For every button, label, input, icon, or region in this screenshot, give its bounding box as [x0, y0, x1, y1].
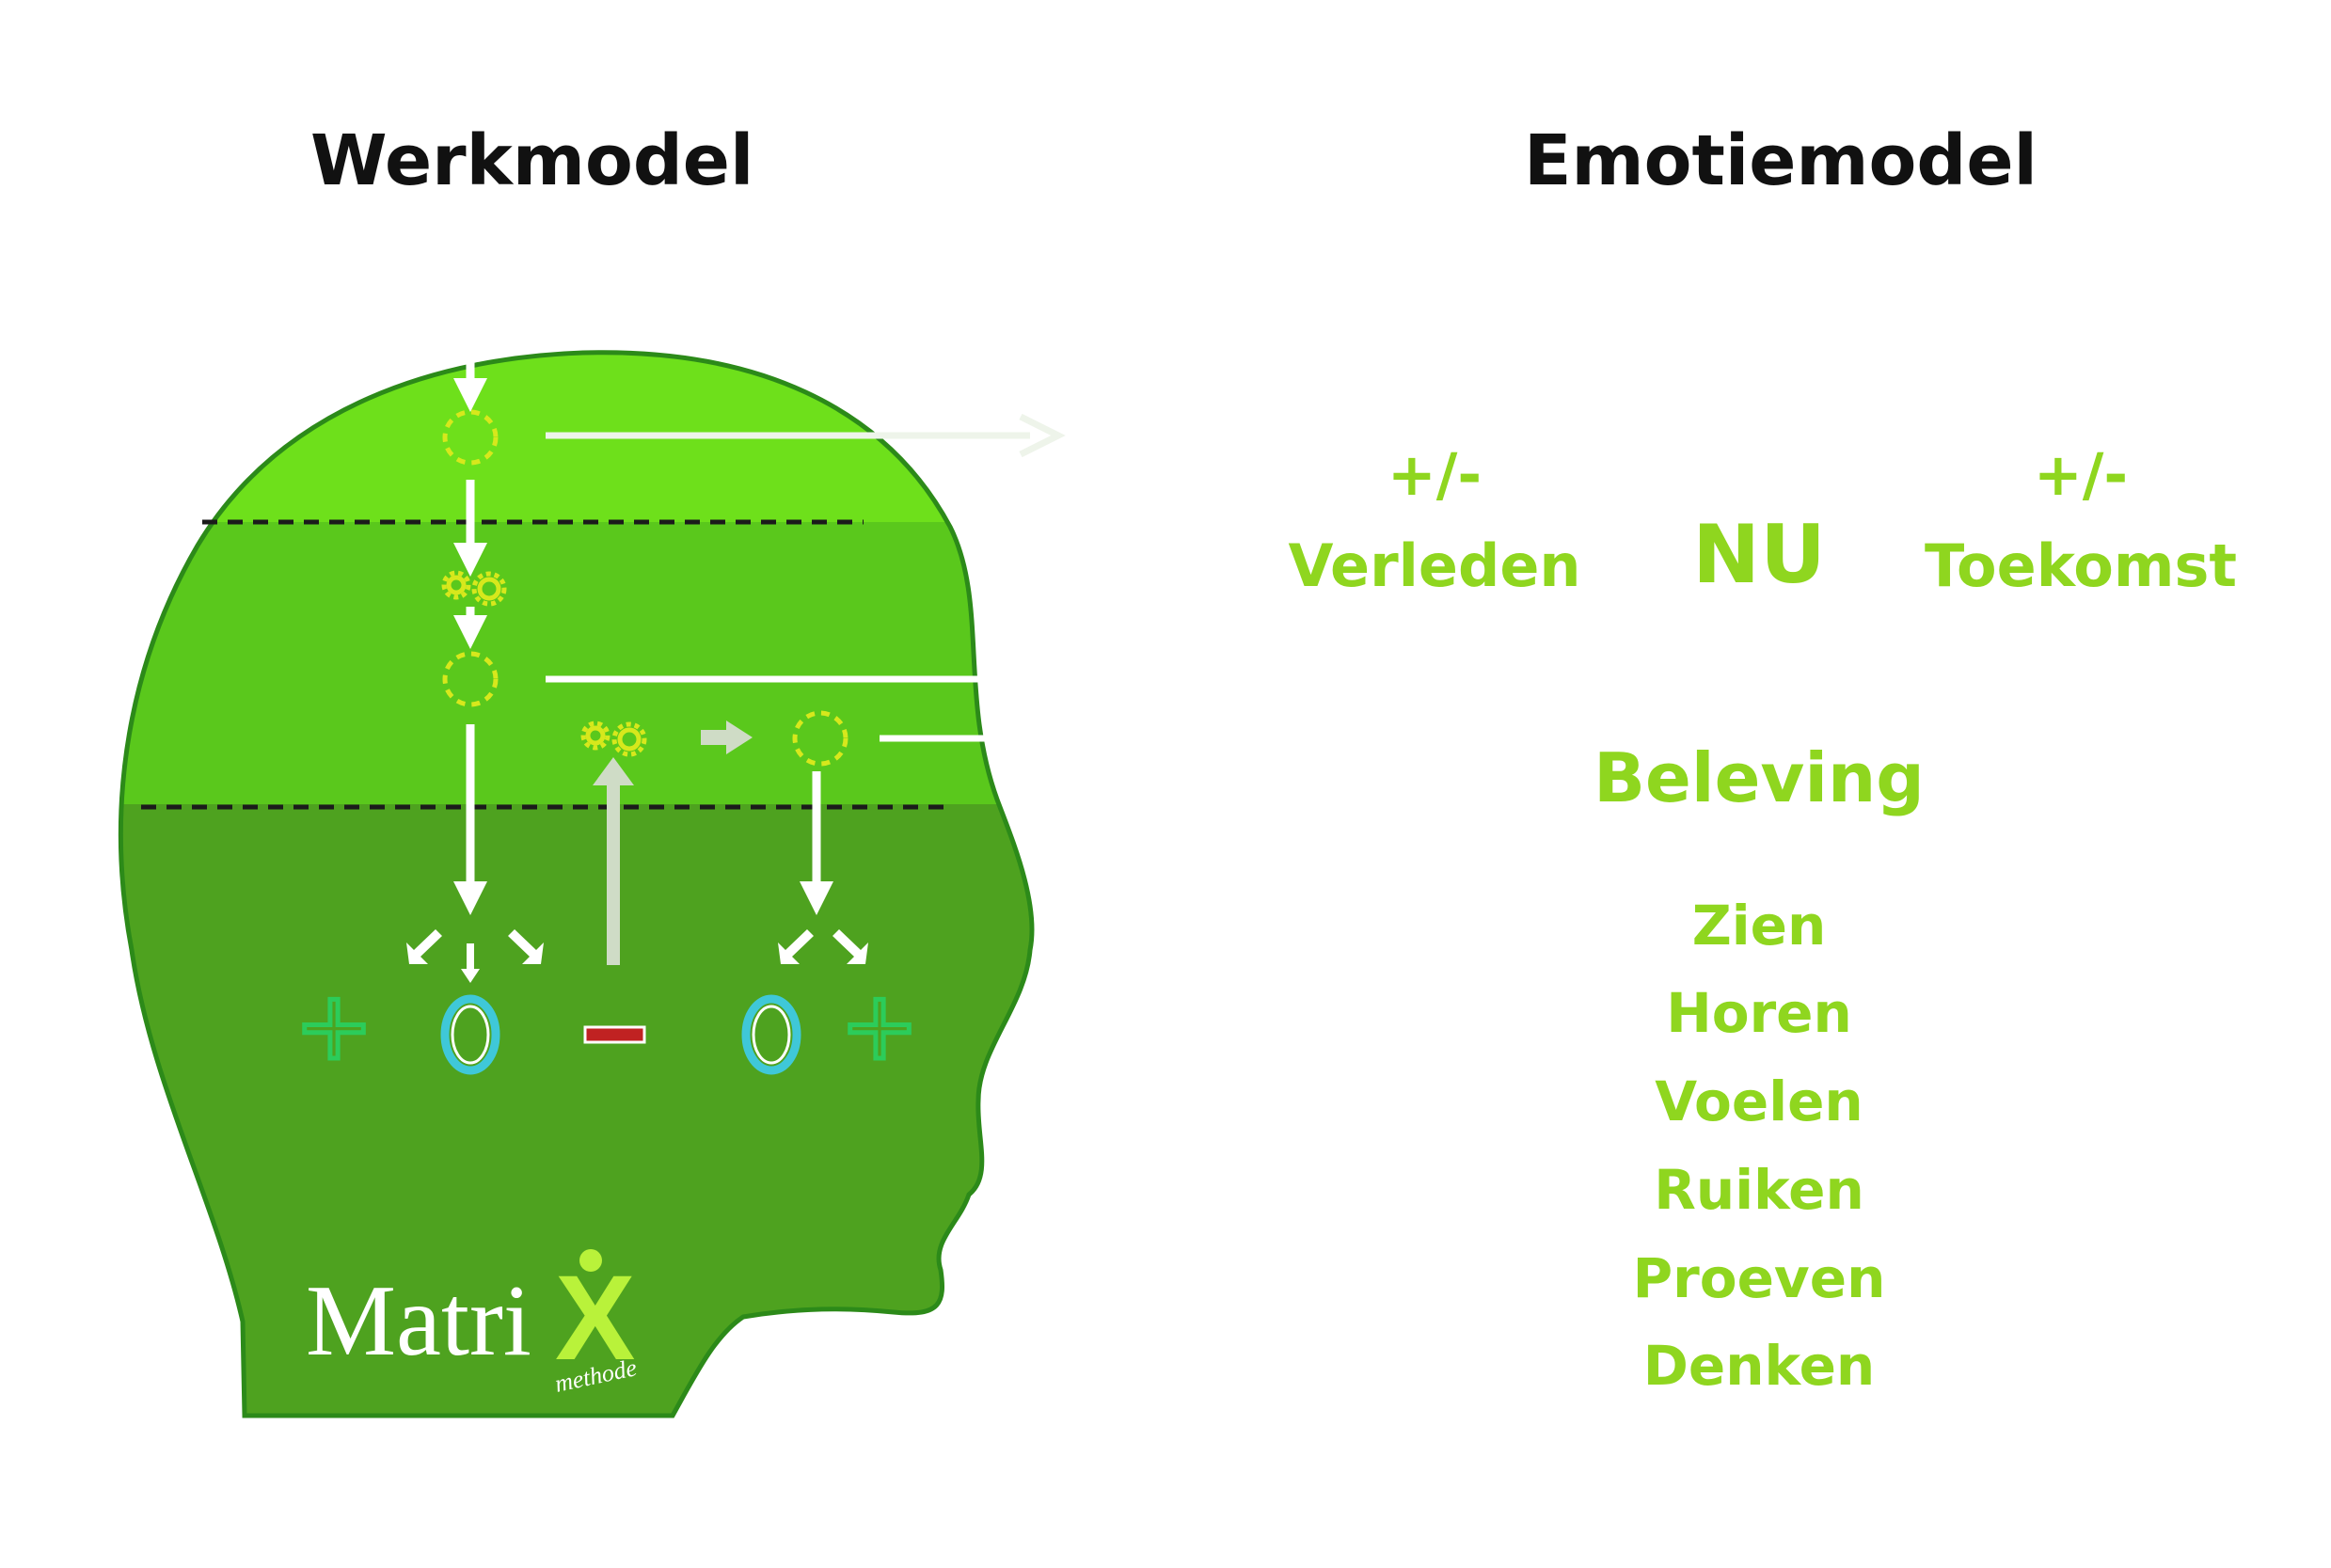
beleving-heading: Beleving [1594, 738, 1925, 817]
gear-icon [580, 721, 647, 757]
matrix-logo: Matri X methode [306, 1249, 639, 1398]
sense-item: Ruiken [1654, 1158, 1864, 1222]
symbol-zero-left [440, 994, 500, 1075]
sense-item: Voelen [1655, 1069, 1863, 1133]
symbol-zero-right [741, 994, 801, 1075]
svg-text:+: + [840, 971, 919, 1081]
sense-item: Zien [1691, 894, 1827, 958]
svg-text:+: + [294, 971, 373, 1081]
output-arrows [546, 413, 1066, 761]
werkmodel-title: Werkmodel [310, 120, 754, 201]
symbol-minus [583, 1025, 646, 1044]
logo-word: Matri [306, 1265, 531, 1377]
flow-arrows [453, 310, 833, 915]
emotiemodel-title: Emotiemodel [1524, 120, 2038, 201]
gear-icon [441, 570, 507, 607]
state-circle-right [792, 710, 848, 767]
past-sign: +/- [1387, 440, 1483, 509]
sense-item: Horen [1666, 981, 1852, 1045]
symbol-plus-right: + [838, 969, 922, 1084]
future-label: Toekomst [1924, 531, 2238, 600]
symbol-plus-left: + [293, 969, 376, 1084]
now-label: NU [1692, 508, 1826, 602]
sense-item: Denken [1642, 1334, 1876, 1398]
logo-x-mark: X [555, 1251, 635, 1386]
past-label: Verleden [1288, 531, 1581, 600]
logo-dot [579, 1249, 602, 1272]
state-circle-top [442, 409, 499, 466]
sense-item: Proeven [1632, 1246, 1886, 1310]
feedback-arrows [593, 721, 753, 965]
state-circle-middle [442, 651, 499, 707]
head-silhouette [118, 350, 1035, 1418]
state-circles [442, 409, 848, 767]
future-sign: +/- [2033, 440, 2129, 509]
split-arrows [406, 929, 868, 983]
